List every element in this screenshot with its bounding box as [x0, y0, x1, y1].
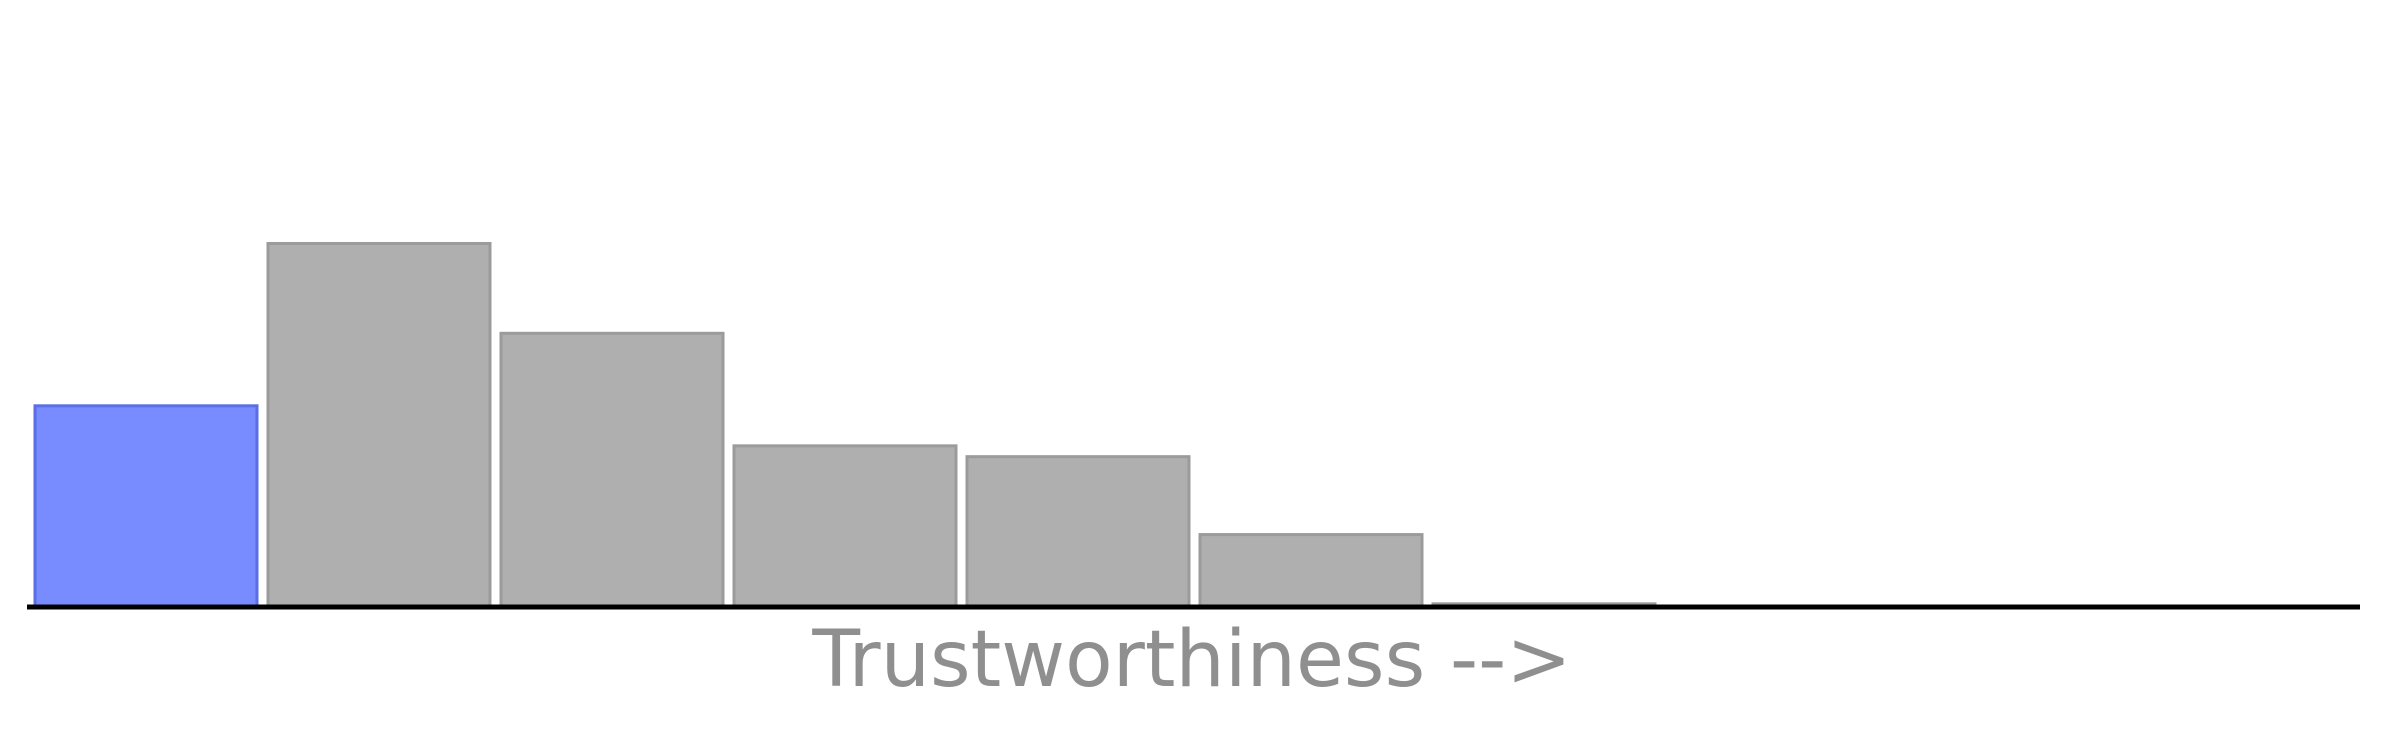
bar-2 [499, 331, 725, 608]
bar-1 [266, 241, 492, 608]
bar-3 [732, 444, 958, 608]
bars-group [33, 241, 1657, 608]
x-axis-label: Trustworthiness --> [811, 615, 1571, 705]
highlighted-bar [33, 404, 259, 608]
bar-5 [1198, 533, 1424, 608]
bar-4 [965, 455, 1191, 608]
